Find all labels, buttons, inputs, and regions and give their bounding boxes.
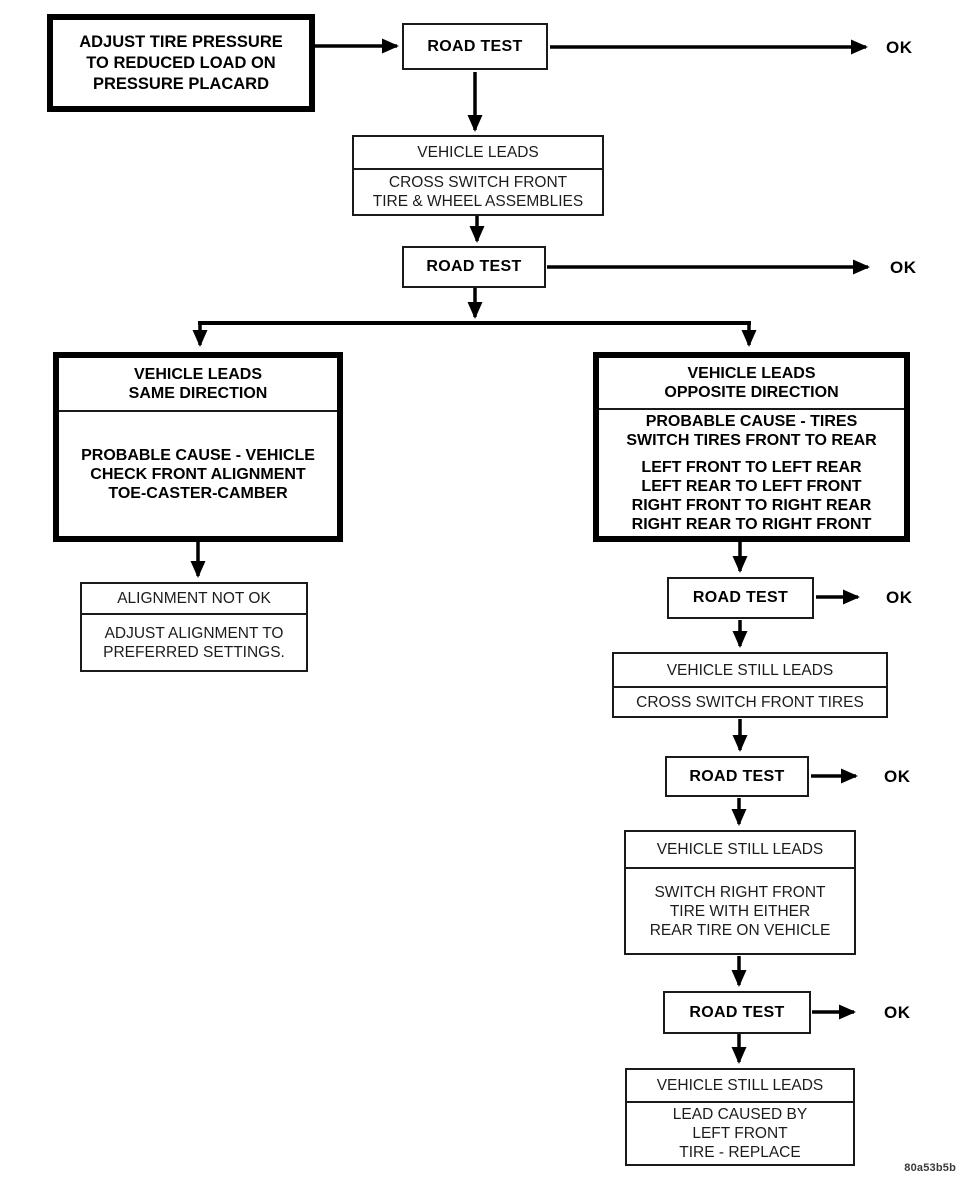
node-vehicle-leads-title: VEHICLE LEADS <box>417 144 539 161</box>
node-still-leads-replace-title: VEHICLE STILL LEADS <box>656 1077 824 1094</box>
node-still-leads-switch-right: VEHICLE STILL LEADS SWITCH RIGHT FRONT T… <box>624 830 856 955</box>
node-adjust-tire-pressure: ADJUST TIRE PRESSURE TO REDUCED LOAD ON … <box>47 14 315 112</box>
node-still-leads-cross-switch-action: CROSS SWITCH FRONT TIRES <box>636 693 864 711</box>
node-opposite-direction: VEHICLE LEADS OPPOSITE DIRECTION PROBABL… <box>593 352 910 542</box>
node-road-test-2: ROAD TEST <box>402 246 546 288</box>
node-still-leads-switch-right-action: SWITCH RIGHT FRONT TIRE WITH EITHER REAR… <box>649 883 831 939</box>
ok-label-1: OK <box>886 38 913 57</box>
node-road-test-3: ROAD TEST <box>667 577 814 619</box>
node-road-test-4-label: ROAD TEST <box>689 767 785 785</box>
node-road-test-1-label: ROAD TEST <box>427 37 523 55</box>
node-alignment-not-ok: ALIGNMENT NOT OK ADJUST ALIGNMENT TO PRE… <box>80 582 308 672</box>
ok-label-2: OK <box>890 258 917 277</box>
node-alignment-not-ok-action: ADJUST ALIGNMENT TO PREFERRED SETTINGS. <box>103 624 285 661</box>
ok-label-3: OK <box>886 588 913 607</box>
node-still-leads-switch-right-title: VEHICLE STILL LEADS <box>656 841 824 858</box>
node-still-leads-cross-switch: VEHICLE STILL LEADS CROSS SWITCH FRONT T… <box>612 652 888 718</box>
node-still-leads-cross-switch-title: VEHICLE STILL LEADS <box>666 661 834 679</box>
node-same-direction: VEHICLE LEADS SAME DIRECTION PROBABLE CA… <box>53 352 343 542</box>
node-alignment-not-ok-title: ALIGNMENT NOT OK <box>117 590 271 607</box>
node-road-test-1: ROAD TEST <box>402 23 548 70</box>
node-road-test-4: ROAD TEST <box>665 756 809 797</box>
node-road-test-3-label: ROAD TEST <box>692 589 789 606</box>
node-vehicle-leads: VEHICLE LEADS CROSS SWITCH FRONT TIRE & … <box>352 135 604 216</box>
node-road-test-2-label: ROAD TEST <box>426 258 522 275</box>
node-opposite-direction-cause: PROBABLE CAUSE - TIRES SWITCH TIRES FRON… <box>626 413 877 449</box>
node-vehicle-leads-action: CROSS SWITCH FRONT TIRE & WHEEL ASSEMBLI… <box>372 174 584 210</box>
figure-code: 80a53b5b <box>904 1162 956 1174</box>
node-opposite-direction-swap-list: LEFT FRONT TO LEFT REAR LEFT REAR TO LEF… <box>631 459 872 533</box>
node-same-direction-title: VEHICLE LEADS SAME DIRECTION <box>128 366 268 402</box>
node-road-test-5-label: ROAD TEST <box>689 1003 785 1021</box>
node-adjust-tire-pressure-text: ADJUST TIRE PRESSURE TO REDUCED LOAD ON … <box>79 32 283 93</box>
ok-label-4: OK <box>884 767 911 786</box>
node-opposite-direction-title: VEHICLE LEADS OPPOSITE DIRECTION <box>664 365 839 401</box>
node-still-leads-replace: VEHICLE STILL LEADS LEAD CAUSED BY LEFT … <box>625 1068 855 1166</box>
node-road-test-5: ROAD TEST <box>663 991 811 1034</box>
node-still-leads-replace-action: LEAD CAUSED BY LEFT FRONT TIRE - REPLACE <box>672 1106 808 1161</box>
node-same-direction-detail: PROBABLE CAUSE - VEHICLE CHECK FRONT ALI… <box>81 446 315 502</box>
ok-label-5: OK <box>884 1003 911 1022</box>
